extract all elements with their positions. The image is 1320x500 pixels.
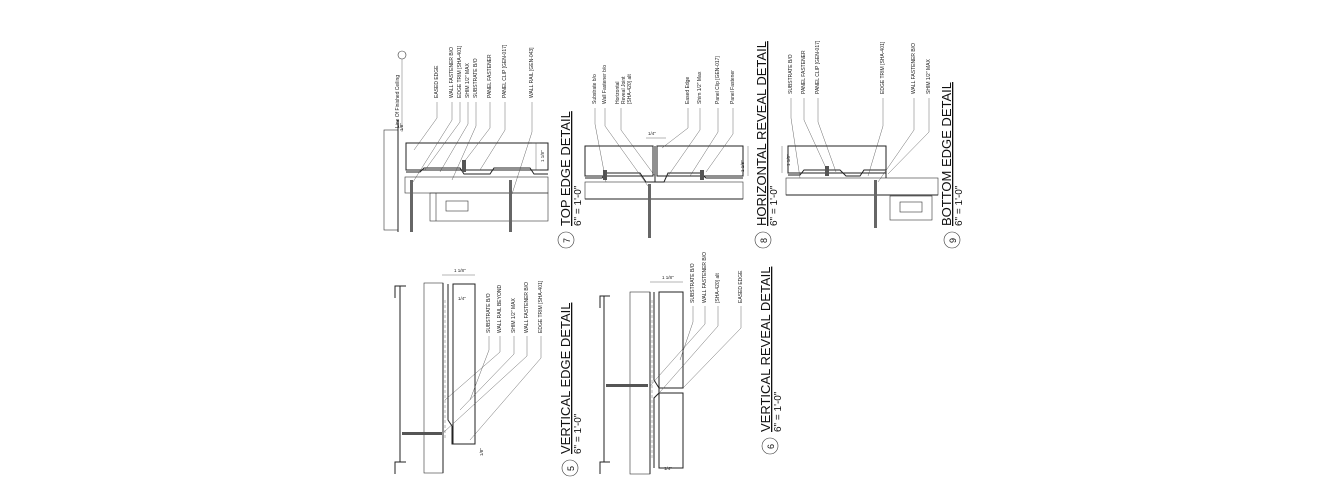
label-shim: Shim 1/2" Max bbox=[697, 71, 703, 104]
detail-number-circle bbox=[943, 231, 961, 249]
wall-fastener bbox=[648, 184, 651, 238]
detail-scale: 6" = 1'-0" bbox=[769, 185, 780, 226]
detail-scale: 6" = 1'-0" bbox=[954, 185, 965, 226]
dim-reveal: 1/4" bbox=[648, 131, 656, 136]
detail-number-circle bbox=[761, 437, 779, 455]
label-substrate: SUBSTRATE B/O bbox=[690, 263, 696, 303]
detail-number: 8 bbox=[759, 238, 769, 243]
wall-fastener bbox=[402, 432, 442, 435]
wall-fastener bbox=[410, 180, 413, 232]
detail-number: 6 bbox=[766, 444, 776, 449]
wall-panel bbox=[452, 283, 476, 445]
dim-reveal: 1/8" bbox=[399, 123, 404, 131]
label-substrate: SUBSTRATE B/O bbox=[486, 293, 492, 333]
dim-panel-thickness: 1 1/8" bbox=[662, 275, 674, 280]
detail-title: TOP EDGE DETAIL bbox=[558, 111, 573, 226]
label-wall-fastener: Wall Fastener b/o bbox=[602, 65, 608, 104]
label-wall-fastener: WALL FASTENER B/O bbox=[702, 252, 708, 303]
wall-panel bbox=[787, 145, 887, 174]
label-shim: SHIM 1/2" MAX bbox=[926, 58, 932, 94]
substrate bbox=[404, 176, 549, 194]
detail-scale: 6" = 1'-0" bbox=[773, 391, 784, 432]
detail-number: 9 bbox=[948, 238, 958, 243]
dim-reveal: 1/4" bbox=[458, 296, 466, 301]
detail-scale: 6" = 1'-0" bbox=[573, 413, 584, 454]
detail-number: 5 bbox=[566, 466, 576, 471]
label-edge-trim: EDGE TRIM [SHA-401] bbox=[457, 45, 463, 98]
label-shim: SHIM 1/2" MAX bbox=[511, 297, 517, 333]
label-wall-fastener: WALL FASTENER B/O bbox=[911, 43, 917, 94]
wall-fastener bbox=[606, 384, 648, 387]
detail-number: 7 bbox=[562, 238, 572, 243]
label-reveal-alt: [SHA-420] alt bbox=[715, 273, 721, 303]
wall-fastener bbox=[509, 180, 512, 232]
label-reveal-joint: Reveal Joint bbox=[621, 76, 627, 104]
label-eased-edge: Eased Edge bbox=[685, 77, 691, 104]
label-eased-edge: EASED EDGE bbox=[738, 270, 744, 303]
label-panel-clip: PANEL CLIP [GEN-017] bbox=[502, 44, 508, 98]
label-shim: SHIM 1/2" MAX bbox=[465, 62, 471, 98]
dim-panel-thickness: 1 1/8" bbox=[740, 160, 745, 172]
dim-panel-thickness: 1 1/8" bbox=[454, 268, 466, 273]
detail-vertical-reveal: 1 1/8" 1/4" SUBSTRATE B/O WALL FASTENER … bbox=[599, 252, 784, 475]
label-edge-trim: EDGE TRIM [SHA-401] bbox=[538, 280, 544, 333]
detail-bottom-edge: 1 1/8" SUBSTRATE B/O PANEL FASTENER PANE… bbox=[781, 40, 965, 249]
label-panel-fastener: PANEL FASTENER bbox=[801, 50, 807, 94]
label-panel-fastener: PANEL FASTENER bbox=[487, 54, 493, 98]
label-substrate: SUBSTRATE B/O bbox=[473, 58, 479, 98]
detail-number-circle bbox=[561, 459, 579, 477]
dim-reveal: 1/4" bbox=[664, 466, 672, 471]
detail-scale: 6" = 1'-0" bbox=[573, 185, 584, 226]
substrate bbox=[584, 181, 744, 200]
label-wall-rail: WALL RAIL BEYOND bbox=[497, 285, 503, 333]
reveal-clip bbox=[653, 292, 660, 468]
dim-panel-thickness: 1 1/8" bbox=[786, 154, 791, 166]
wall-panel bbox=[405, 142, 549, 171]
label-reveal-alt: [SHA-420] alt bbox=[627, 74, 633, 104]
label-eased-edge: EASED EDGE bbox=[434, 65, 440, 98]
wall-rail bbox=[889, 195, 933, 221]
ceiling-structure bbox=[383, 129, 399, 231]
label-wall-fastener: WALL FASTENER B/O bbox=[449, 47, 455, 98]
ceiling-line-label: Line Of Finished Ceiling bbox=[395, 75, 401, 128]
wall-fastener bbox=[874, 180, 877, 228]
label-substrate: SUBSTRATE B/O bbox=[788, 54, 794, 94]
wall-rail bbox=[429, 192, 549, 222]
label-panel-fastener: Panel Fastener bbox=[730, 70, 736, 104]
detail-number-circle bbox=[557, 231, 575, 249]
edge-trim bbox=[447, 284, 475, 445]
detail-title: VERTICAL EDGE DETAIL bbox=[558, 303, 573, 454]
ceiling-marker-icon bbox=[397, 50, 407, 60]
substrate bbox=[629, 291, 651, 475]
label-panel-clip: Panel Clip [GEN-017] bbox=[715, 56, 721, 104]
substrate bbox=[423, 282, 444, 474]
wall-rail bbox=[394, 285, 406, 474]
wall-panel-upper bbox=[658, 291, 684, 389]
label-wall-rail: WALL RAIL [GEN-043] bbox=[529, 47, 535, 98]
reveal-clip bbox=[585, 146, 743, 183]
detail-top-edge: 1 1/8" 1/8" Line Of Finished Ceiling EAS… bbox=[383, 44, 584, 249]
panel-clip bbox=[406, 167, 548, 175]
dim-trim: 1/8" bbox=[479, 448, 484, 456]
detail-title: VERTICAL REVEAL DETAIL bbox=[758, 267, 773, 432]
detail-number-circle bbox=[754, 231, 772, 249]
label-wall-fastener: WALL FASTENER B/O bbox=[524, 282, 530, 333]
substrate bbox=[785, 177, 939, 196]
wall-panel-left bbox=[584, 145, 654, 177]
label-panel-clip: PANEL CLIP [GEN-017] bbox=[815, 40, 821, 94]
detail-title: BOTTOM EDGE DETAIL bbox=[939, 82, 954, 226]
detail-vertical-edge: 1 1/8" 1/4" 1/8" SUBSTRATE B/O WALL RAIL… bbox=[394, 268, 584, 477]
wall-panel-lower bbox=[658, 392, 684, 469]
dim-panel-thickness: 1 1/8" bbox=[540, 150, 545, 162]
detail-title: HORIZONTAL REVEAL DETAIL bbox=[754, 41, 769, 226]
wall-rail bbox=[599, 295, 610, 474]
label-edge-trim: EDGE TRIM [SHA-401] bbox=[880, 41, 886, 94]
edge-trim bbox=[788, 169, 887, 178]
detail-horizontal-reveal: 1/4" 1 1/8" Substrate b/o Wall Fastener … bbox=[584, 41, 780, 249]
label-substrate: Substrate b/o bbox=[592, 74, 598, 104]
label-horizontal: Horizontal bbox=[615, 81, 621, 104]
